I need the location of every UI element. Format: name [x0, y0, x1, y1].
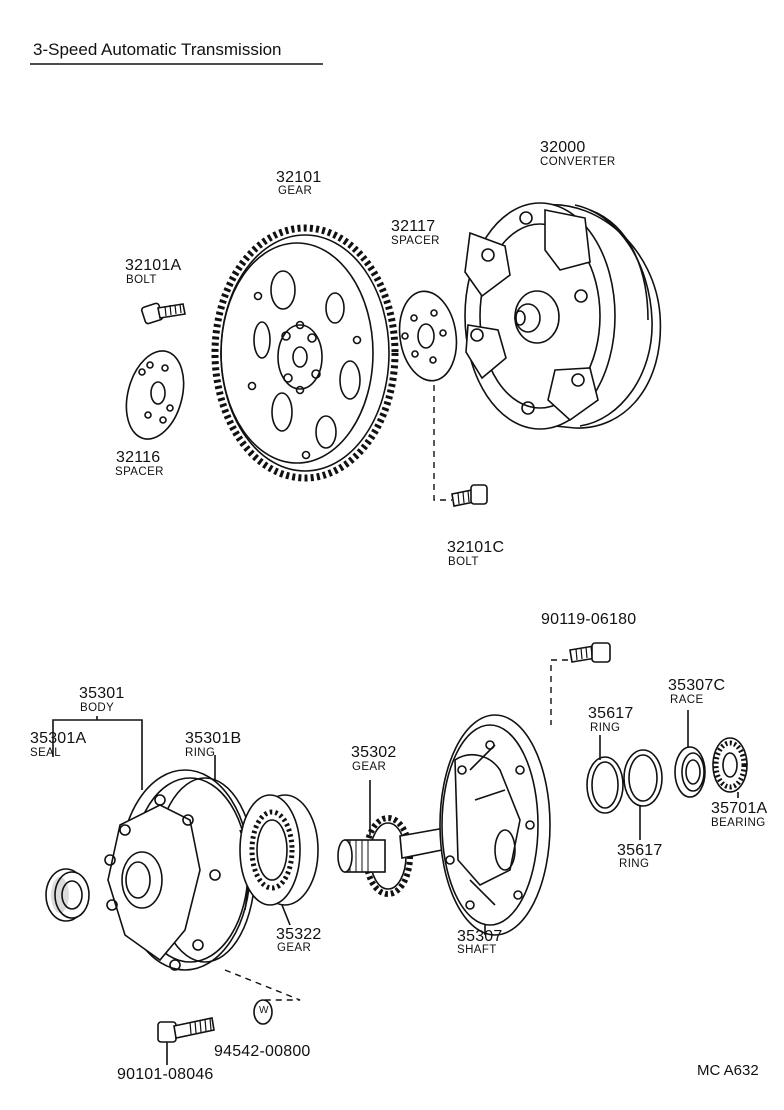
part-number-90119: 90119-06180: [541, 611, 637, 628]
part-number-32101: 32101: [276, 169, 322, 186]
diagram-title: 3-Speed Automatic Transmission: [33, 40, 282, 59]
part-name-32117: SPACER: [391, 235, 440, 247]
part-number-35302: 35302: [351, 744, 397, 761]
drive-gear-35302-illustration: [337, 815, 413, 897]
part-number-94542: 94542-00800: [214, 1043, 311, 1060]
part-number-32101c: 32101C: [447, 539, 505, 556]
part-number-35617-upper: 35617: [588, 705, 634, 722]
part-number-35701a: 35701A: [711, 800, 768, 817]
part-number-32000: 32000: [540, 139, 586, 156]
part-name-35301: BODY: [80, 702, 115, 714]
part-name-32101c: BOLT: [448, 556, 479, 568]
part-name-35617-upper: RING: [590, 722, 621, 734]
part-number-35617-lower: 35617: [617, 842, 663, 859]
spacer-32116-illustration: [125, 350, 185, 440]
washer-94542-illustration: [253, 999, 273, 1025]
thrust-bearing-35701a-illustration: [712, 737, 748, 793]
drawing-reference: MC A632: [697, 1062, 759, 1079]
part-number-90101: 90101-08046: [117, 1066, 214, 1083]
bolt-90101-illustration: [157, 1017, 215, 1043]
torque-converter-32000-illustration: [464, 202, 662, 430]
part-name-35302: GEAR: [352, 761, 387, 773]
part-number-32116: 32116: [116, 449, 161, 466]
part-name-32101a: BOLT: [126, 274, 157, 286]
seal-ring-35617-upper-illustration: [586, 756, 624, 814]
washer-mark: W: [259, 1005, 269, 1016]
ring-gear-32101-illustration: [211, 224, 399, 482]
bolt-32101a-illustration: [140, 302, 186, 325]
part-number-32101a: 32101A: [125, 257, 182, 274]
part-name-32116: SPACER: [115, 466, 164, 478]
part-name-35301a: SEAL: [30, 747, 62, 759]
bolt-32101c-illustration: [451, 484, 488, 507]
part-number-35301: 35301: [79, 685, 125, 702]
pump-body-35301-illustration: [104, 769, 256, 971]
part-name-35701a: BEARING: [711, 817, 766, 829]
part-name-35322: GEAR: [277, 942, 312, 954]
part-name-35617-lower: RING: [619, 858, 650, 870]
part-number-35322: 35322: [276, 926, 322, 943]
part-name-35301b: RING: [185, 747, 216, 759]
part-name-35307c: RACE: [670, 694, 704, 706]
part-number-35307c: 35307C: [668, 677, 726, 694]
part-number-32117: 32117: [391, 218, 436, 235]
part-name-35307: SHAFT: [457, 944, 497, 956]
driven-gear-35322-illustration: [239, 794, 319, 906]
stator-shaft-35307-illustration: [399, 714, 551, 936]
part-name-32101: GEAR: [278, 185, 313, 197]
seal-ring-35617-lower-illustration: [623, 749, 663, 807]
spacer-32117-illustration: [398, 290, 458, 382]
part-name-32000: CONVERTER: [540, 156, 616, 168]
seal-35301a-illustration: [45, 868, 90, 922]
part-number-35307: 35307: [457, 928, 503, 945]
part-number-35301a: 35301A: [30, 730, 87, 747]
part-number-35301b: 35301B: [185, 730, 242, 747]
race-35307c-illustration: [674, 746, 706, 798]
bolt-90119-illustration: [569, 642, 611, 663]
